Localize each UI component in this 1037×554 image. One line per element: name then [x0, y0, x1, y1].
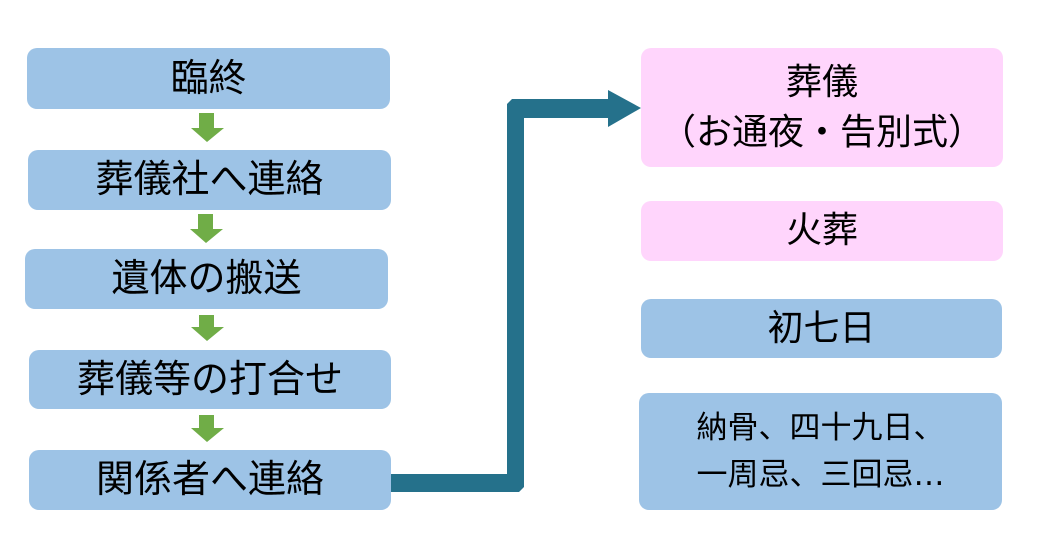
flow-step-contact-funeral-home: 葬儀社へ連絡 — [28, 150, 391, 210]
event-funeral-ceremony: 葬儀 （お通夜・告別式） — [641, 48, 1003, 167]
event-title: 葬儀 — [785, 61, 858, 103]
flow-step-label: 関係者へ連絡 — [95, 457, 324, 502]
event-title: 初七日 — [767, 307, 876, 349]
elbow-arrow-icon — [391, 90, 641, 492]
arrow-down-icon — [191, 113, 224, 142]
flow-step-contact-relatives: 関係者へ連絡 — [29, 450, 391, 510]
event-line-1: 納骨、四十九日、 — [696, 409, 945, 446]
flow-step-body-transport: 遺体の搬送 — [25, 249, 388, 309]
arrow-down-icon — [191, 315, 224, 341]
flow-step-label: 遺体の搬送 — [111, 256, 302, 301]
arrow-down-icon — [190, 214, 223, 243]
event-line-2: 一周忌、三回忌… — [696, 456, 945, 493]
flow-step-label: 臨終 — [170, 55, 247, 100]
event-memorials: 納骨、四十九日、 一周忌、三回忌… — [639, 393, 1002, 510]
flow-step-label: 葬儀等の打合せ — [76, 356, 343, 401]
event-title: 火葬 — [785, 210, 858, 251]
flow-step-funeral-arrangements: 葬儀等の打合せ — [29, 350, 391, 409]
event-seventh-day: 初七日 — [641, 299, 1002, 358]
event-subtitle: （お通夜・告別式） — [659, 111, 984, 153]
flow-step-rinju: 臨終 — [27, 48, 390, 109]
event-cremation: 火葬 — [641, 201, 1003, 261]
arrow-down-icon — [191, 415, 224, 442]
flow-step-label: 葬儀社へ連絡 — [95, 157, 324, 202]
